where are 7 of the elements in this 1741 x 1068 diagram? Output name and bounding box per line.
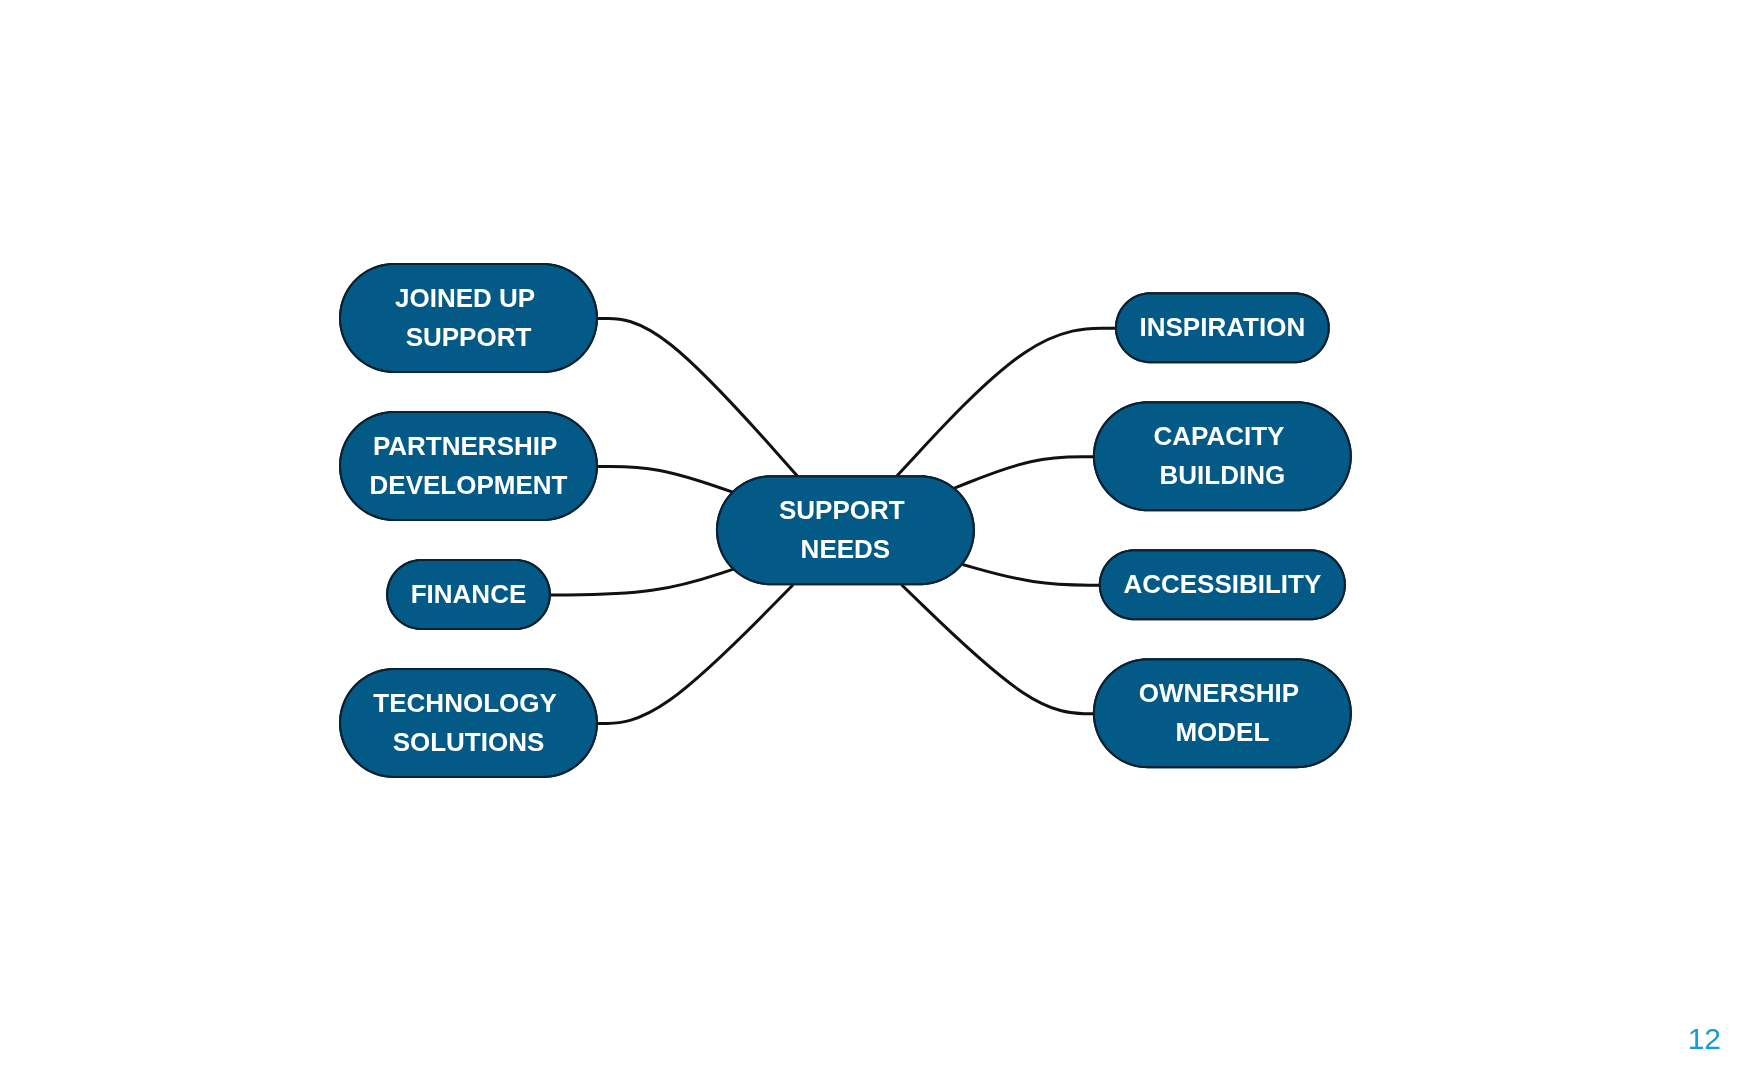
connector bbox=[952, 454, 1094, 490]
connector bbox=[597, 583, 794, 725]
connector bbox=[900, 583, 1094, 715]
connector bbox=[597, 464, 734, 494]
page-number: 12 bbox=[1687, 1022, 1721, 1055]
connector bbox=[961, 562, 1100, 587]
connector bbox=[549, 567, 734, 596]
